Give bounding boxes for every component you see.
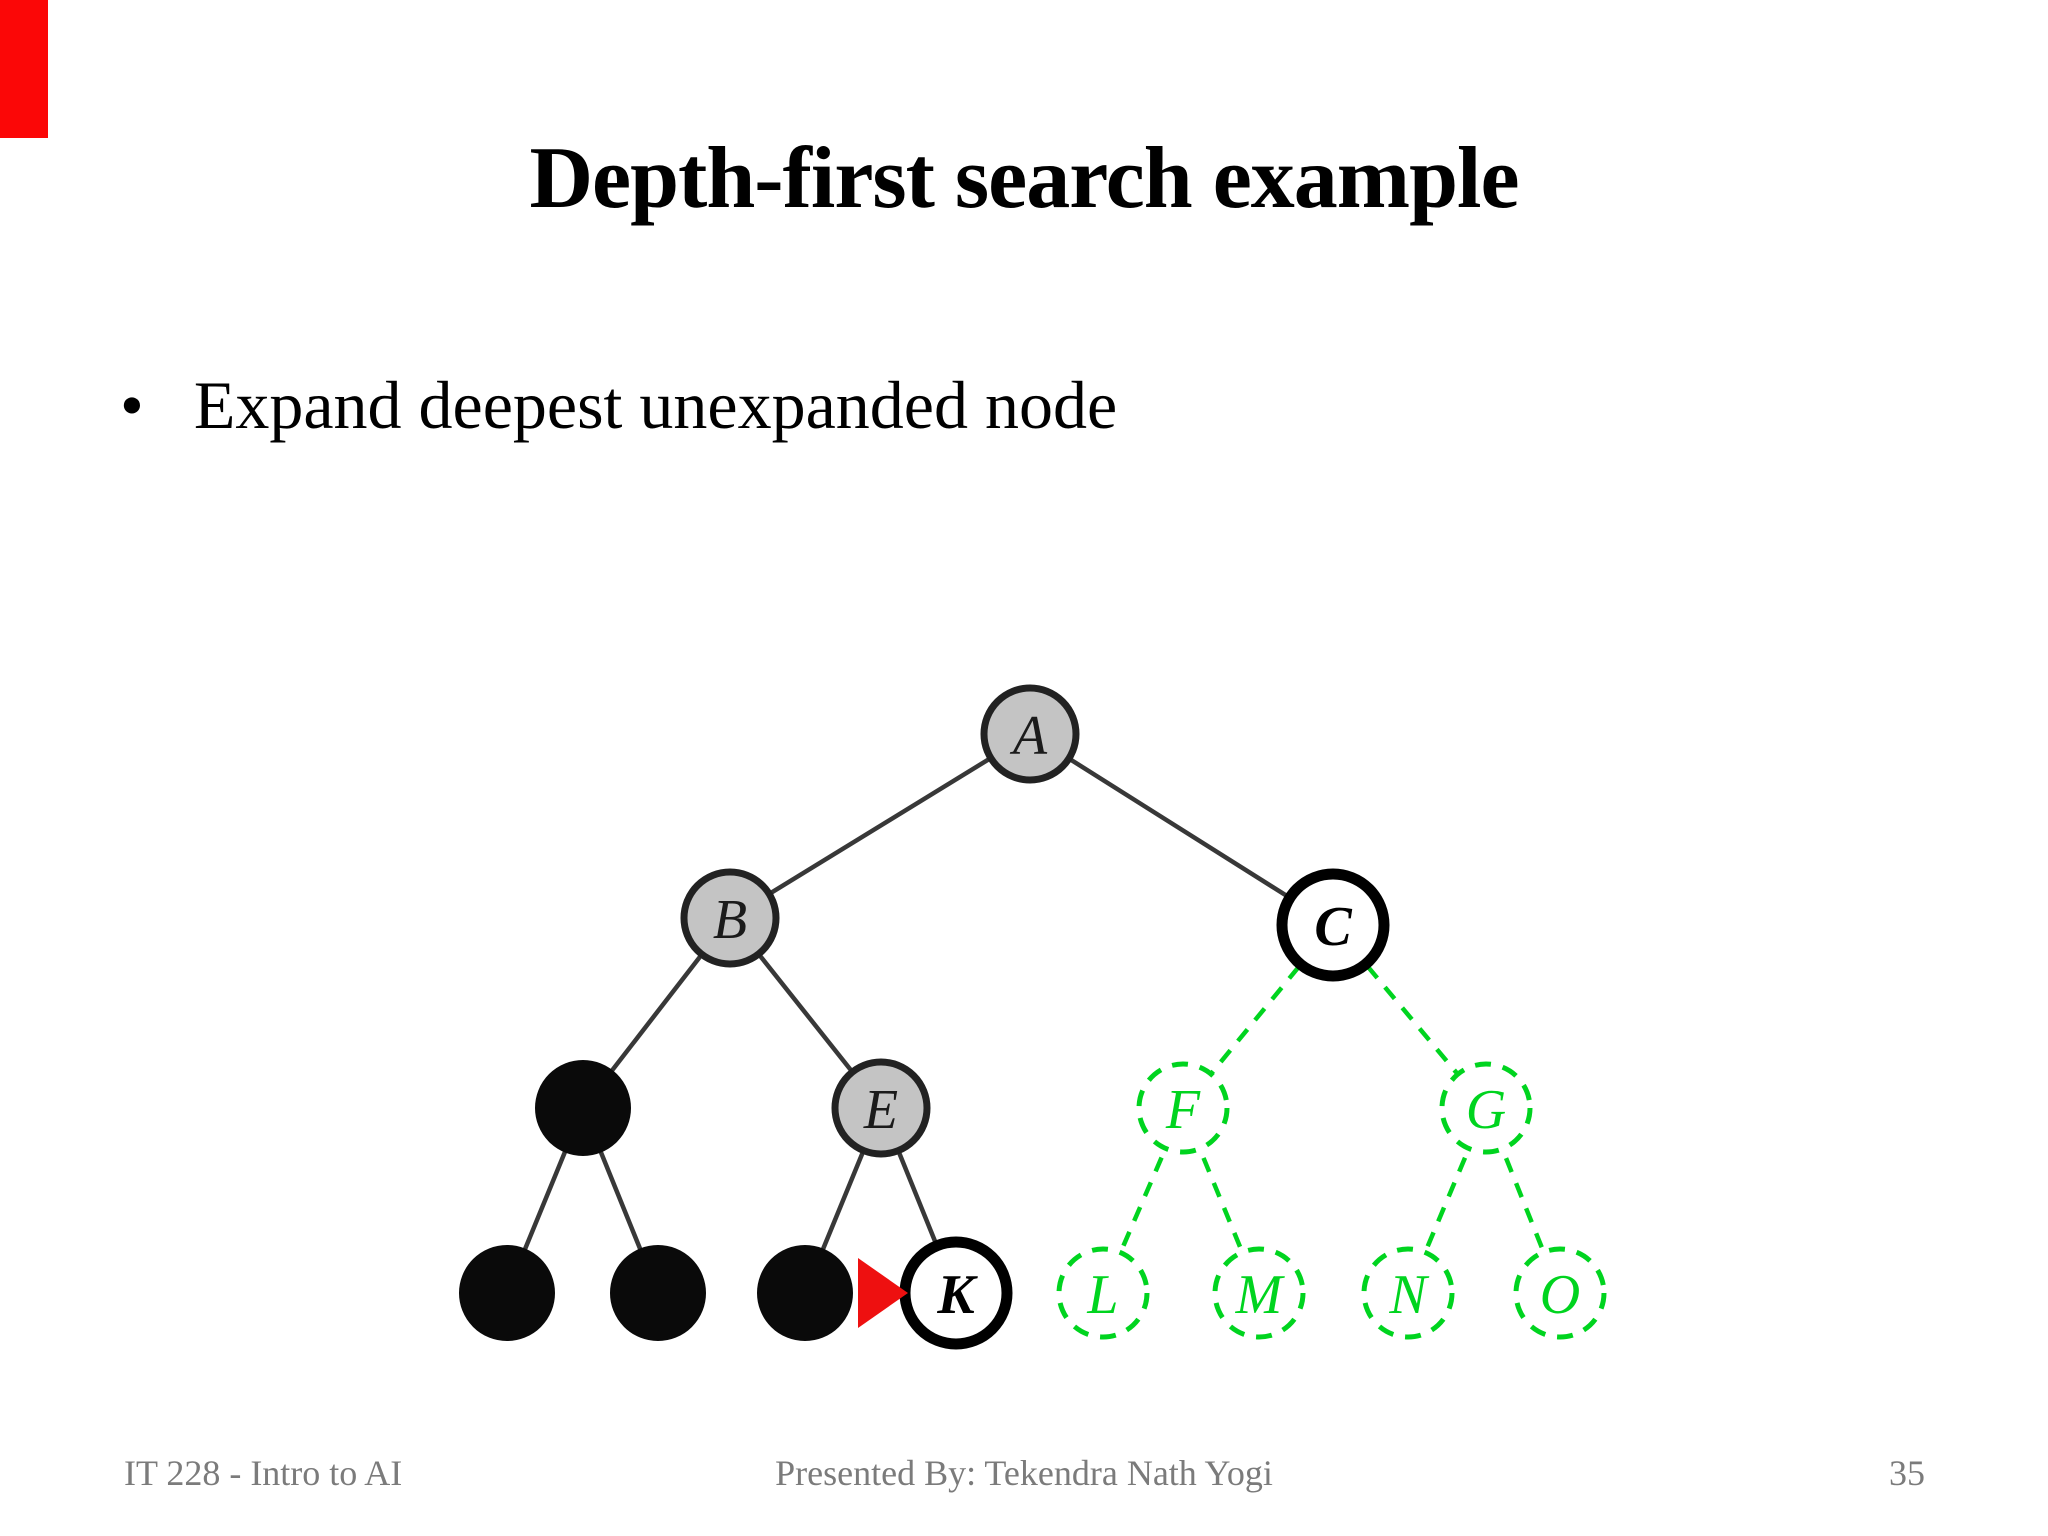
tree-node-C: C (1276, 868, 1390, 982)
footer-presenter-label: Presented By: Tekendra Nath Yogi (775, 1453, 1273, 1493)
page-title: Depth-first search example (529, 130, 1519, 227)
tree-node-label-E: E (863, 1079, 898, 1141)
tree-node-label-K: K (936, 1264, 978, 1326)
tree-node-label-L: L (1086, 1264, 1118, 1326)
expansion-arrow-icon (858, 1258, 908, 1328)
bullet-item: • Expand deepest unexpanded node (120, 366, 1117, 445)
tree-node-label-B: B (713, 889, 747, 951)
red-corner-bar (0, 0, 48, 138)
tree-node-black-H (459, 1245, 555, 1341)
tree-node-label-M: M (1235, 1264, 1286, 1326)
tree-edge-A-C (1028, 732, 1335, 927)
tree-node-label-N: N (1388, 1264, 1429, 1326)
tree-node-A: A (980, 684, 1080, 784)
tree-edge-A-B (728, 732, 1032, 920)
tree-node-label-A: A (1009, 705, 1048, 767)
tree-node-black-J (757, 1245, 853, 1341)
tree-node-label-O: O (1540, 1264, 1580, 1326)
tree-node-label-F: F (1165, 1079, 1201, 1141)
slide-footer: IT 228 - Intro to AI Presented By: Teken… (0, 1452, 2048, 1502)
footer-course-label: IT 228 - Intro to AI (124, 1453, 403, 1493)
tree-node-label-G: G (1466, 1079, 1506, 1141)
bullet-icon: • (120, 367, 144, 443)
tree-node-K: K (899, 1236, 1013, 1350)
tree-node-G: G (1439, 1061, 1533, 1155)
tree-node-O: O (1513, 1246, 1607, 1340)
tree-node-label-C: C (1314, 896, 1352, 958)
bullet-text: Expand deepest unexpanded node (193, 367, 1118, 443)
tree-node-black-D (535, 1060, 631, 1156)
tree-node-B: B (680, 868, 780, 968)
tree-node-L: L (1056, 1246, 1150, 1340)
tree-node-M: M (1212, 1246, 1306, 1340)
tree-node-black-I (610, 1245, 706, 1341)
tree-node-N: N (1361, 1246, 1455, 1340)
tree-node-F: F (1136, 1061, 1230, 1155)
tree-node-E: E (831, 1058, 931, 1158)
footer-page-number: 35 (1889, 1453, 1925, 1493)
